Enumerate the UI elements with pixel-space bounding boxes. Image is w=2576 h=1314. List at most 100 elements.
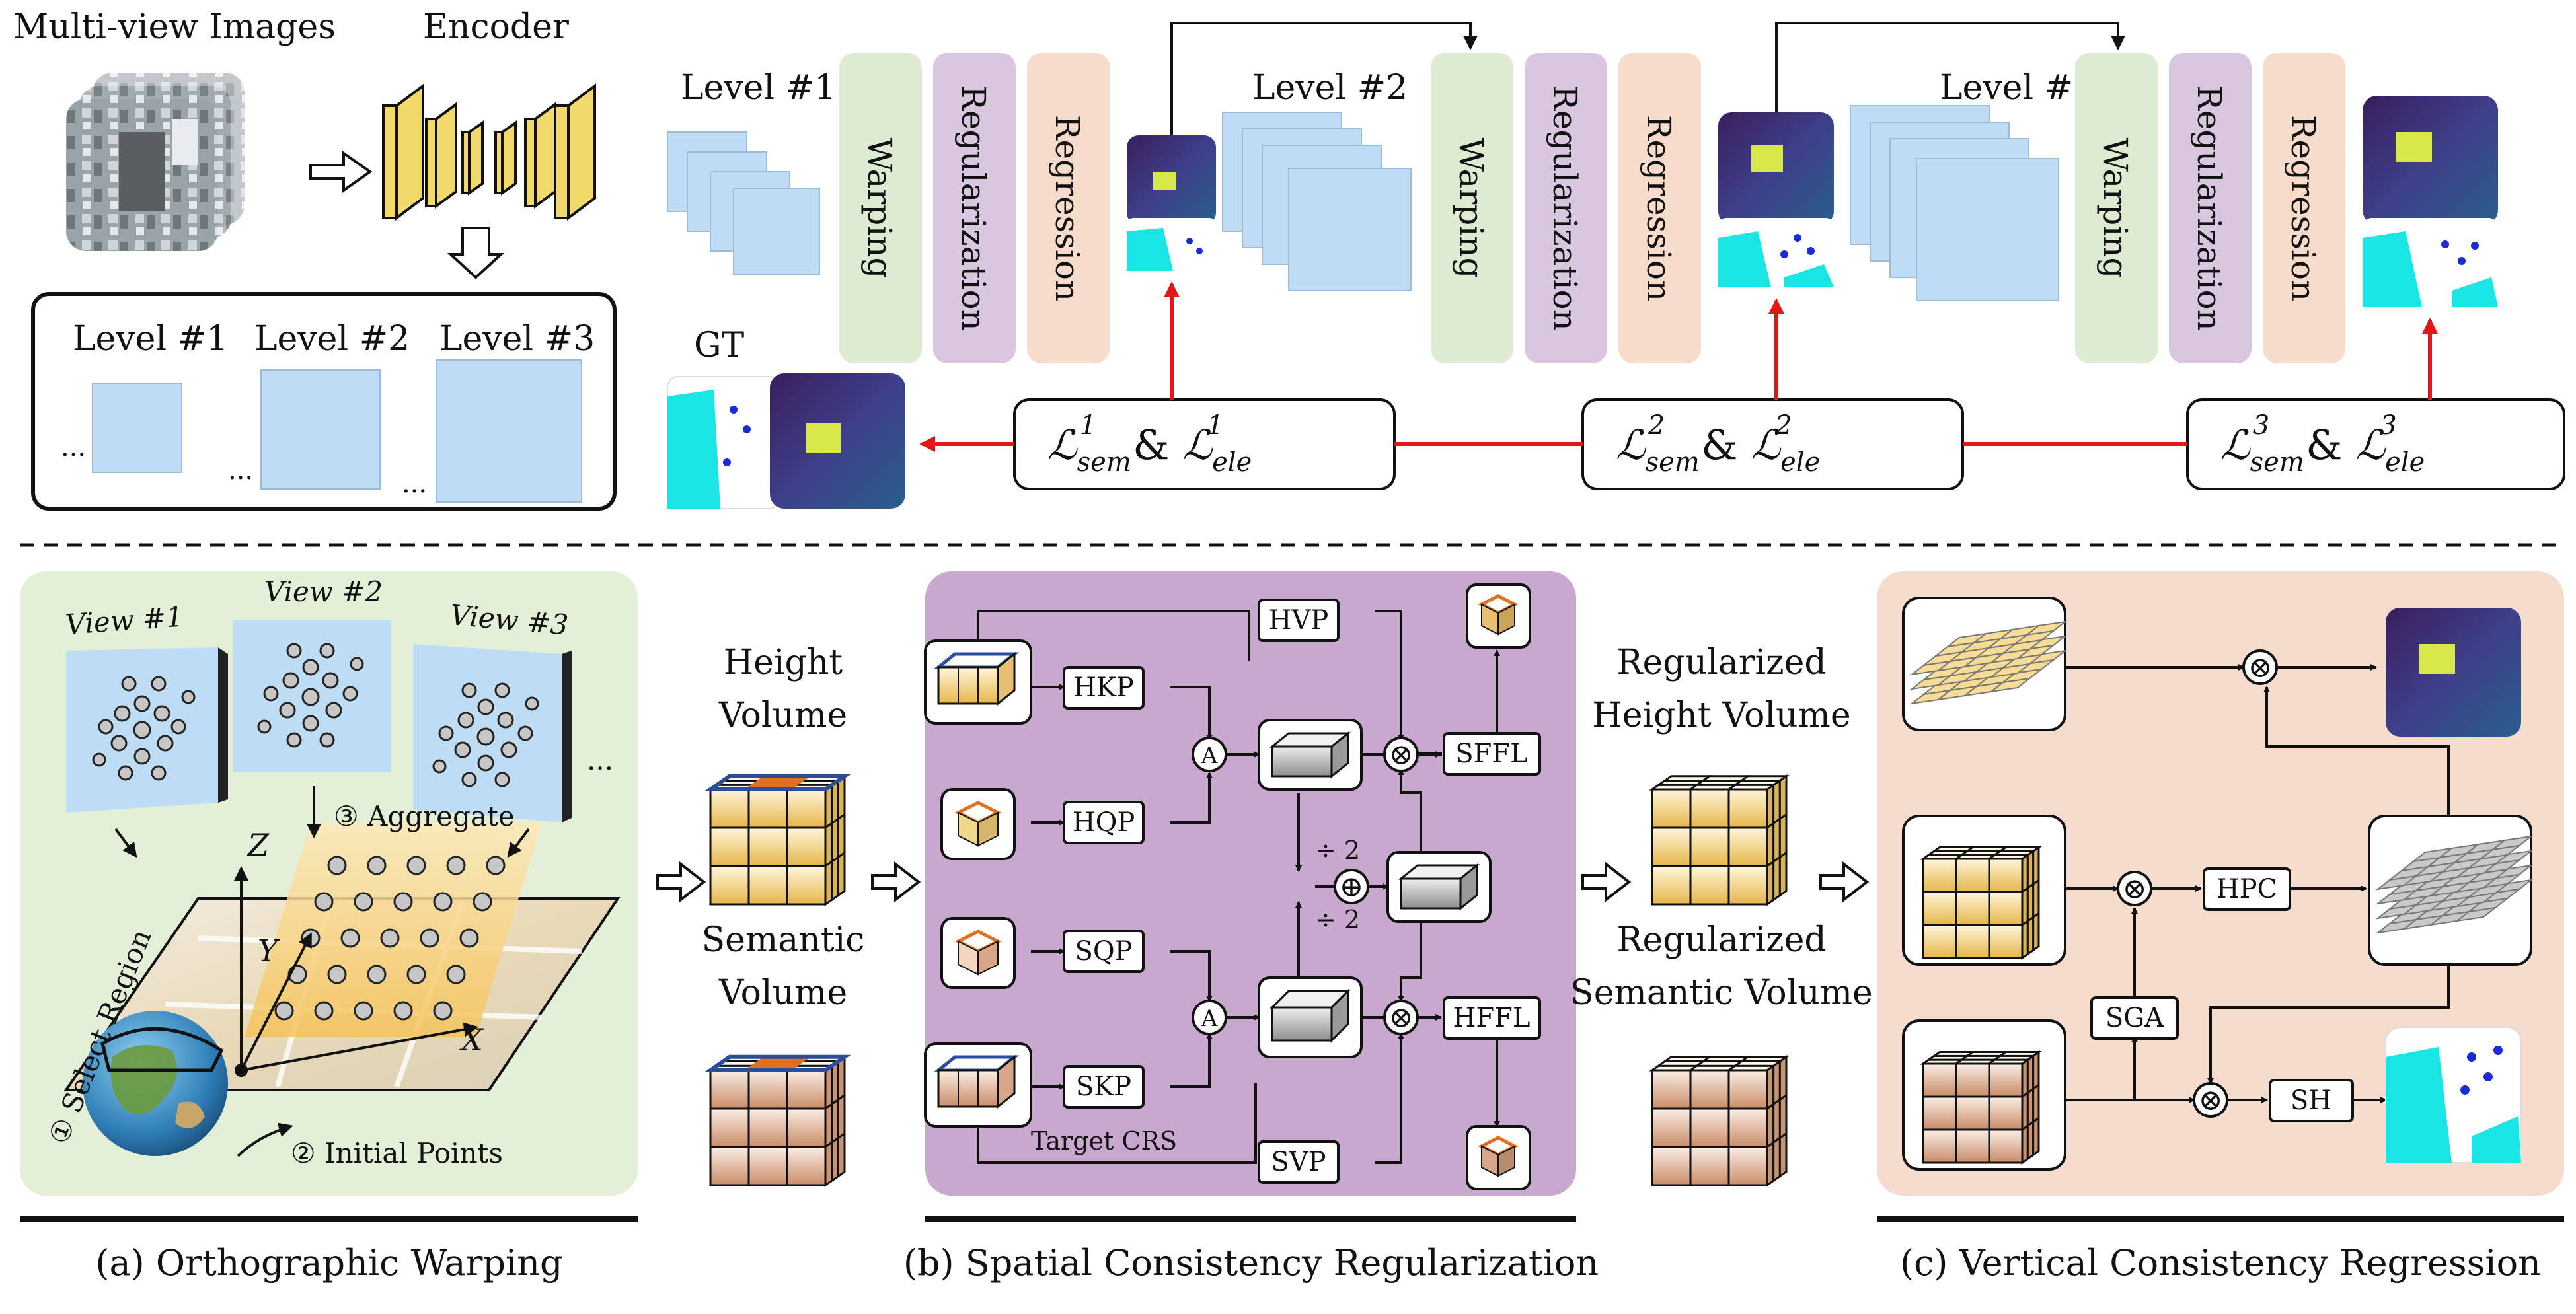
view1-down-arrow [114,828,137,858]
stage1-steps: Warping Regularization Regression [839,53,1110,363]
attention-op-top-label: A [1201,743,1218,769]
svg-text:ℒsem3&ℒele3: ℒsem3&ℒele3 [2220,410,2425,478]
stage1-output-thumbnail [1127,135,1216,271]
semantic-query-input [940,917,1016,989]
axis-origin [235,1064,248,1077]
hpc-label: HPC [2216,874,2277,904]
loss3-idx-a: 3 [2253,410,2269,441]
hollow-arrow-down [447,227,505,279]
height-query-input [940,788,1016,860]
div-top-label: ÷ 2 [1315,836,1360,865]
semantic-attention-feature [1258,976,1363,1058]
axis-x-label: X [459,1022,484,1058]
view-point-clusters [92,643,539,787]
semantic-output-c [2385,1027,2522,1163]
c-multiply-top-label: ⊗ [2248,651,2273,684]
loss3-sem: sem [2250,447,2304,478]
hollow-arrow-volumes-to-b [871,861,921,903]
x-axis [241,1022,478,1072]
stage1-warping: Warping [860,138,899,279]
hffl-output [1466,1125,1531,1190]
y-axis [240,932,312,1071]
feature-level2 [260,369,381,490]
multiply-op-bottom-label: ⊗ [1389,1001,1414,1035]
stage3-regression: Regression [2284,115,2322,301]
loss3-L2: ℒ [2355,421,2386,469]
c-multiply-mid [2117,871,2152,906]
regularized-semantic-cube [1649,1054,1790,1187]
stage2-to-stage3-arrow [1775,22,2125,112]
gt-thumbnail [667,373,905,509]
add-op [1334,869,1369,904]
feature-level1 [92,383,182,473]
sffl-output [1466,583,1531,649]
loss2-sem: sem [1646,447,1700,478]
stage3-feature-stack [1850,105,2059,301]
sqp-label: SQP [1075,936,1132,967]
sffl-box [1443,732,1541,776]
initial-points-arrow [237,1122,293,1157]
loss3-L: ℒ [2220,421,2251,469]
stage3-regularization: Regularization [2190,85,2228,331]
hollow-arrow-to-c [1819,861,1870,903]
hffl-label: HFFL [1453,1003,1531,1033]
encoder-title: Encoder [423,7,569,47]
axis-y-label: Y [258,933,281,968]
height-attention-feature [1258,719,1363,791]
stage2-feature-stack [1222,112,1412,291]
stage2-steps: Warping Regularization Regression [1431,53,1701,363]
c-multiply-mid-label: ⊗ [2123,872,2147,906]
hollow-arrow-b-to-regularized [1581,861,1632,903]
sh-label: SH [2291,1085,2331,1116]
stage3-output-thumbnail [2363,96,2498,307]
view-ellipsis: ... [587,744,613,776]
panel-b-background [925,571,1576,1196]
hqp-box [1063,801,1145,844]
sqp-box [1063,930,1145,973]
attention-op-bottom-label: A [1201,1005,1218,1032]
attention-op-bottom [1192,1000,1227,1035]
multiview-image-stack [66,73,245,251]
height-volume-line2: Volume [718,696,847,735]
stage2-output-thumbnail [1718,112,1834,287]
loss1-sem: sem [1077,447,1131,478]
sga-box [2090,996,2179,1040]
hqp-label: HQP [1073,807,1135,838]
fused-feature [1386,851,1492,923]
multiply-op-top-label: ⊗ [1389,738,1414,772]
semantic-volume-cube [704,1054,851,1187]
multiview-title: Multi-view Images [13,7,336,47]
elevation-output-c [2386,608,2521,737]
initial-points-label: ② Initial Points [291,1137,503,1169]
multiply-op-bottom [1383,1000,1419,1035]
multiply-op-top [1383,737,1419,772]
loss2-idx-a: 2 [1648,410,1665,441]
stage-level2-label: Level #2 [1252,68,1408,108]
loss2-L2: ℒ [1751,421,1781,469]
view2-label: View #2 [264,575,383,608]
regularized-height-cube [1649,774,1790,906]
sh-box [2269,1079,2354,1122]
loss3-idx-b: 3 [2380,410,2396,441]
stage3-warping: Warping [2096,138,2135,279]
div-bottom-label: ÷ 2 [1315,905,1360,934]
view3-down-arrow [507,828,530,858]
hffl-box [1443,996,1541,1040]
stage2-regularization: Regularization [1546,85,1584,331]
svg-text:ℒsem1&ℒele1: ℒsem1&ℒele1 [1047,410,1252,478]
svg-text:ℒsem2&ℒele2: ℒsem2&ℒele2 [1616,410,1820,478]
loss1-idx-b: 1 [1207,410,1223,441]
height-volume-cube [704,774,851,906]
axis-z-label: Z [246,827,270,863]
loss1-L: ℒ [1047,421,1078,469]
hollow-arrow-right [309,151,373,193]
stage2-warping: Warping [1452,138,1490,279]
loss1-idx-a: 1 [1080,410,1096,441]
pyramid-level1: Level #1 [73,319,228,359]
panel-a-caption: (a) Orthographic Warping [95,1242,562,1284]
sample-points [274,856,506,1021]
loss1-amp: & [1133,421,1169,469]
stage1-regularization: Regularization [954,85,993,331]
hollow-arrow-a-to-volumes [656,861,706,903]
